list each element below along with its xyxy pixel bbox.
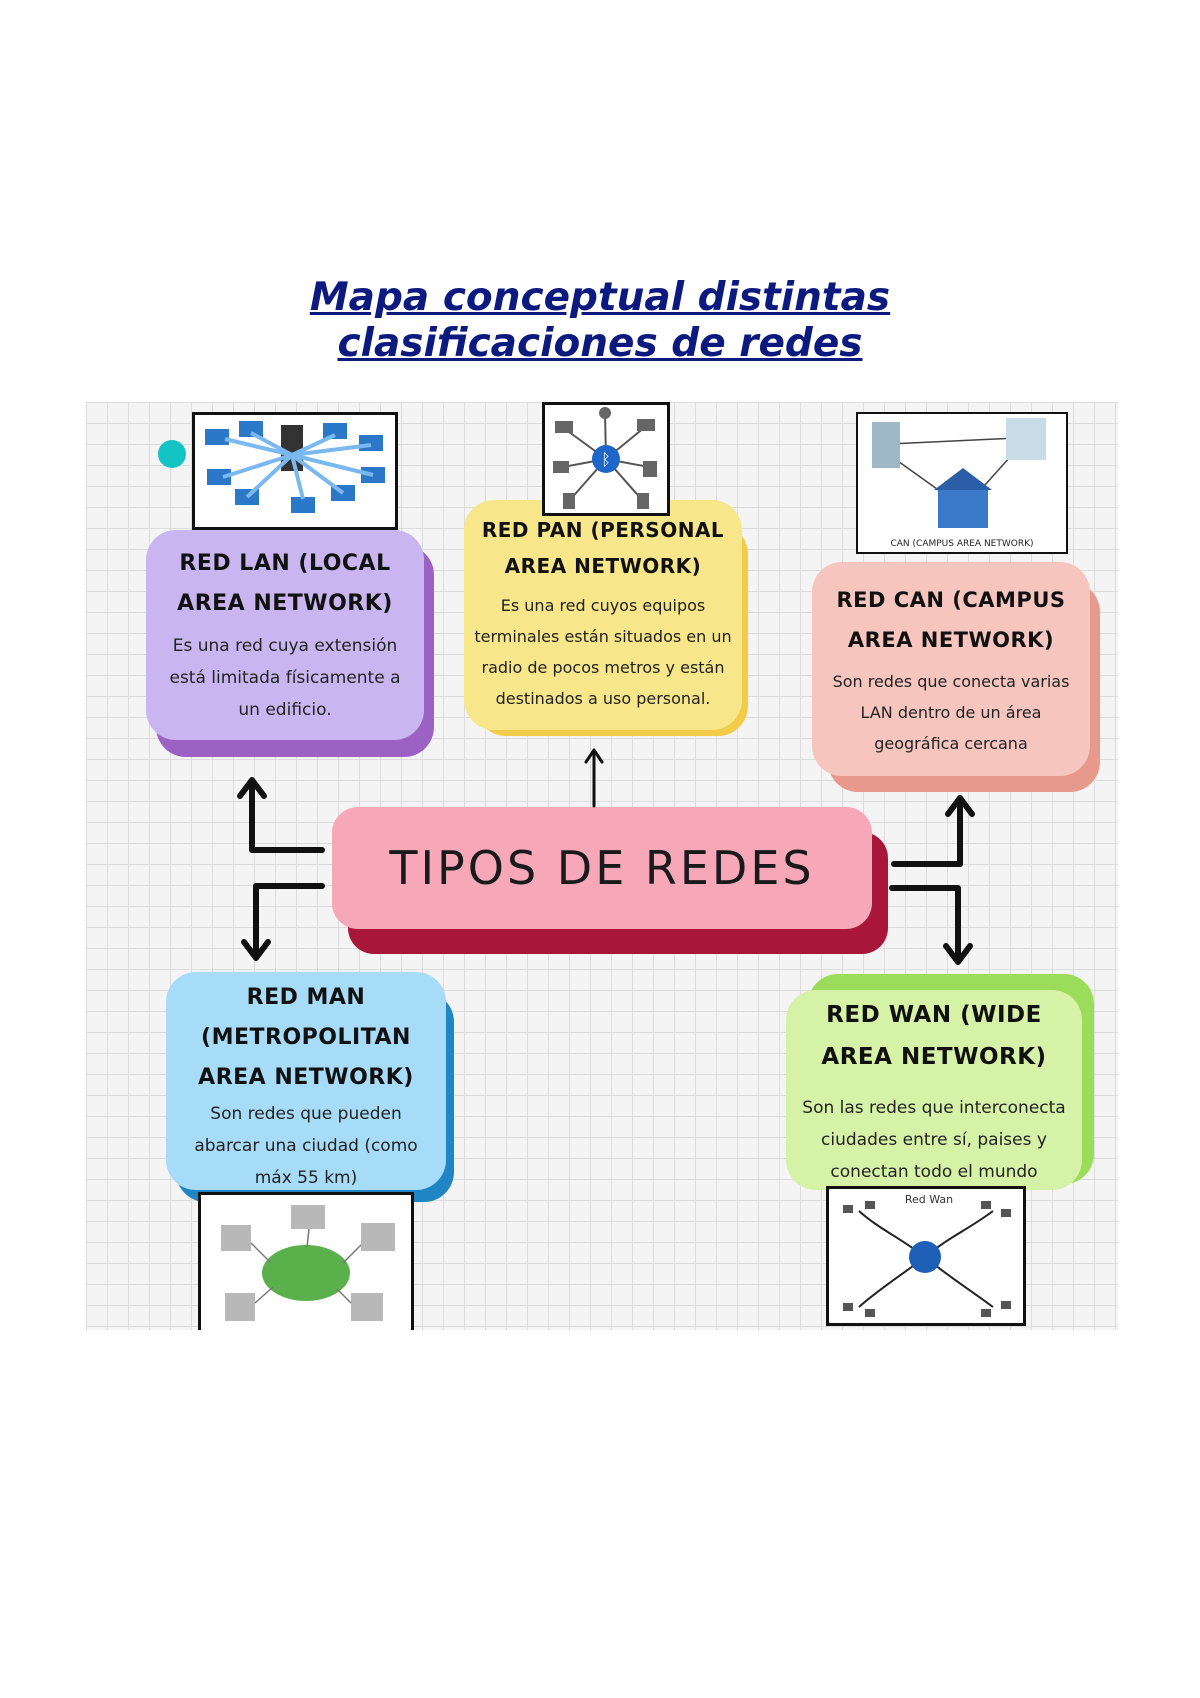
arrow-to-man-head xyxy=(241,939,271,961)
wan-card: RED WAN (WIDE AREA NETWORK) Son las rede… xyxy=(786,990,1082,1190)
can-image-caption: CAN (CAMPUS AREA NETWORK) xyxy=(890,539,1033,549)
lan-title: RED LAN (LOCAL AREA NETWORK) xyxy=(177,551,393,616)
pan-title: RED PAN (PERSONAL AREA NETWORK) xyxy=(481,518,725,578)
lan-card: RED LAN (LOCAL AREA NETWORK) Es una red … xyxy=(146,530,424,740)
arrow-to-can xyxy=(891,799,963,867)
center-label: TIPOS DE REDES xyxy=(389,841,815,895)
wan-description: Son las redes que interconecta ciudades … xyxy=(802,1098,1066,1182)
arrow-to-lan-head xyxy=(237,777,267,799)
center-node: TIPOS DE REDES xyxy=(332,807,872,929)
teal-dot xyxy=(158,440,186,468)
concept-map-canvas: RED LAN (LOCAL AREA NETWORK) Es una red … xyxy=(86,402,1118,1330)
connector-arrows xyxy=(237,748,975,965)
arrow-to-wan-head xyxy=(943,943,973,965)
can-card: RED CAN (CAMPUS AREA NETWORK) Son redes … xyxy=(812,562,1090,776)
can-title: RED CAN (CAMPUS AREA NETWORK) xyxy=(836,588,1066,652)
page-title-line-1: Mapa conceptual distintas xyxy=(309,275,891,320)
man-card: RED MAN (METROPOLITAN AREA NETWORK) Son … xyxy=(166,972,446,1190)
can-description: Son redes que conecta varias LAN dentro … xyxy=(832,672,1070,753)
man-title: RED MAN (METROPOLITAN AREA NETWORK) xyxy=(198,985,414,1090)
wan-title: RED WAN (WIDE AREA NETWORK) xyxy=(821,1002,1047,1070)
lan-network-image xyxy=(192,412,398,530)
wan-image-caption: Red Wan xyxy=(905,1193,953,1206)
pan-card: RED PAN (PERSONAL AREA NETWORK) Es una r… xyxy=(464,500,742,730)
svg-text:ᛒ: ᛒ xyxy=(601,450,611,469)
arrow-to-can-head xyxy=(945,795,975,817)
pan-bluetooth-image: ᛒ xyxy=(542,402,670,516)
arrow-to-lan xyxy=(249,781,325,853)
man-description: Son redes que pueden abarcar una ciudad … xyxy=(194,1104,418,1188)
page-title: Mapa conceptual distintas clasificacione… xyxy=(0,275,1200,367)
arrow-to-pan-head xyxy=(584,748,604,764)
arrow-to-wan xyxy=(889,885,961,961)
lan-description: Es una red cuya extensión está limitada … xyxy=(169,636,401,720)
wan-network-image: Red Wan xyxy=(826,1186,1026,1326)
pan-description: Es una red cuyos equipos terminales está… xyxy=(474,596,732,708)
can-campus-image: CAN (CAMPUS AREA NETWORK) xyxy=(856,412,1068,554)
page-title-line-2: clasificaciones de redes xyxy=(337,321,863,366)
arrow-to-man xyxy=(253,883,325,957)
man-city-image xyxy=(198,1192,414,1330)
